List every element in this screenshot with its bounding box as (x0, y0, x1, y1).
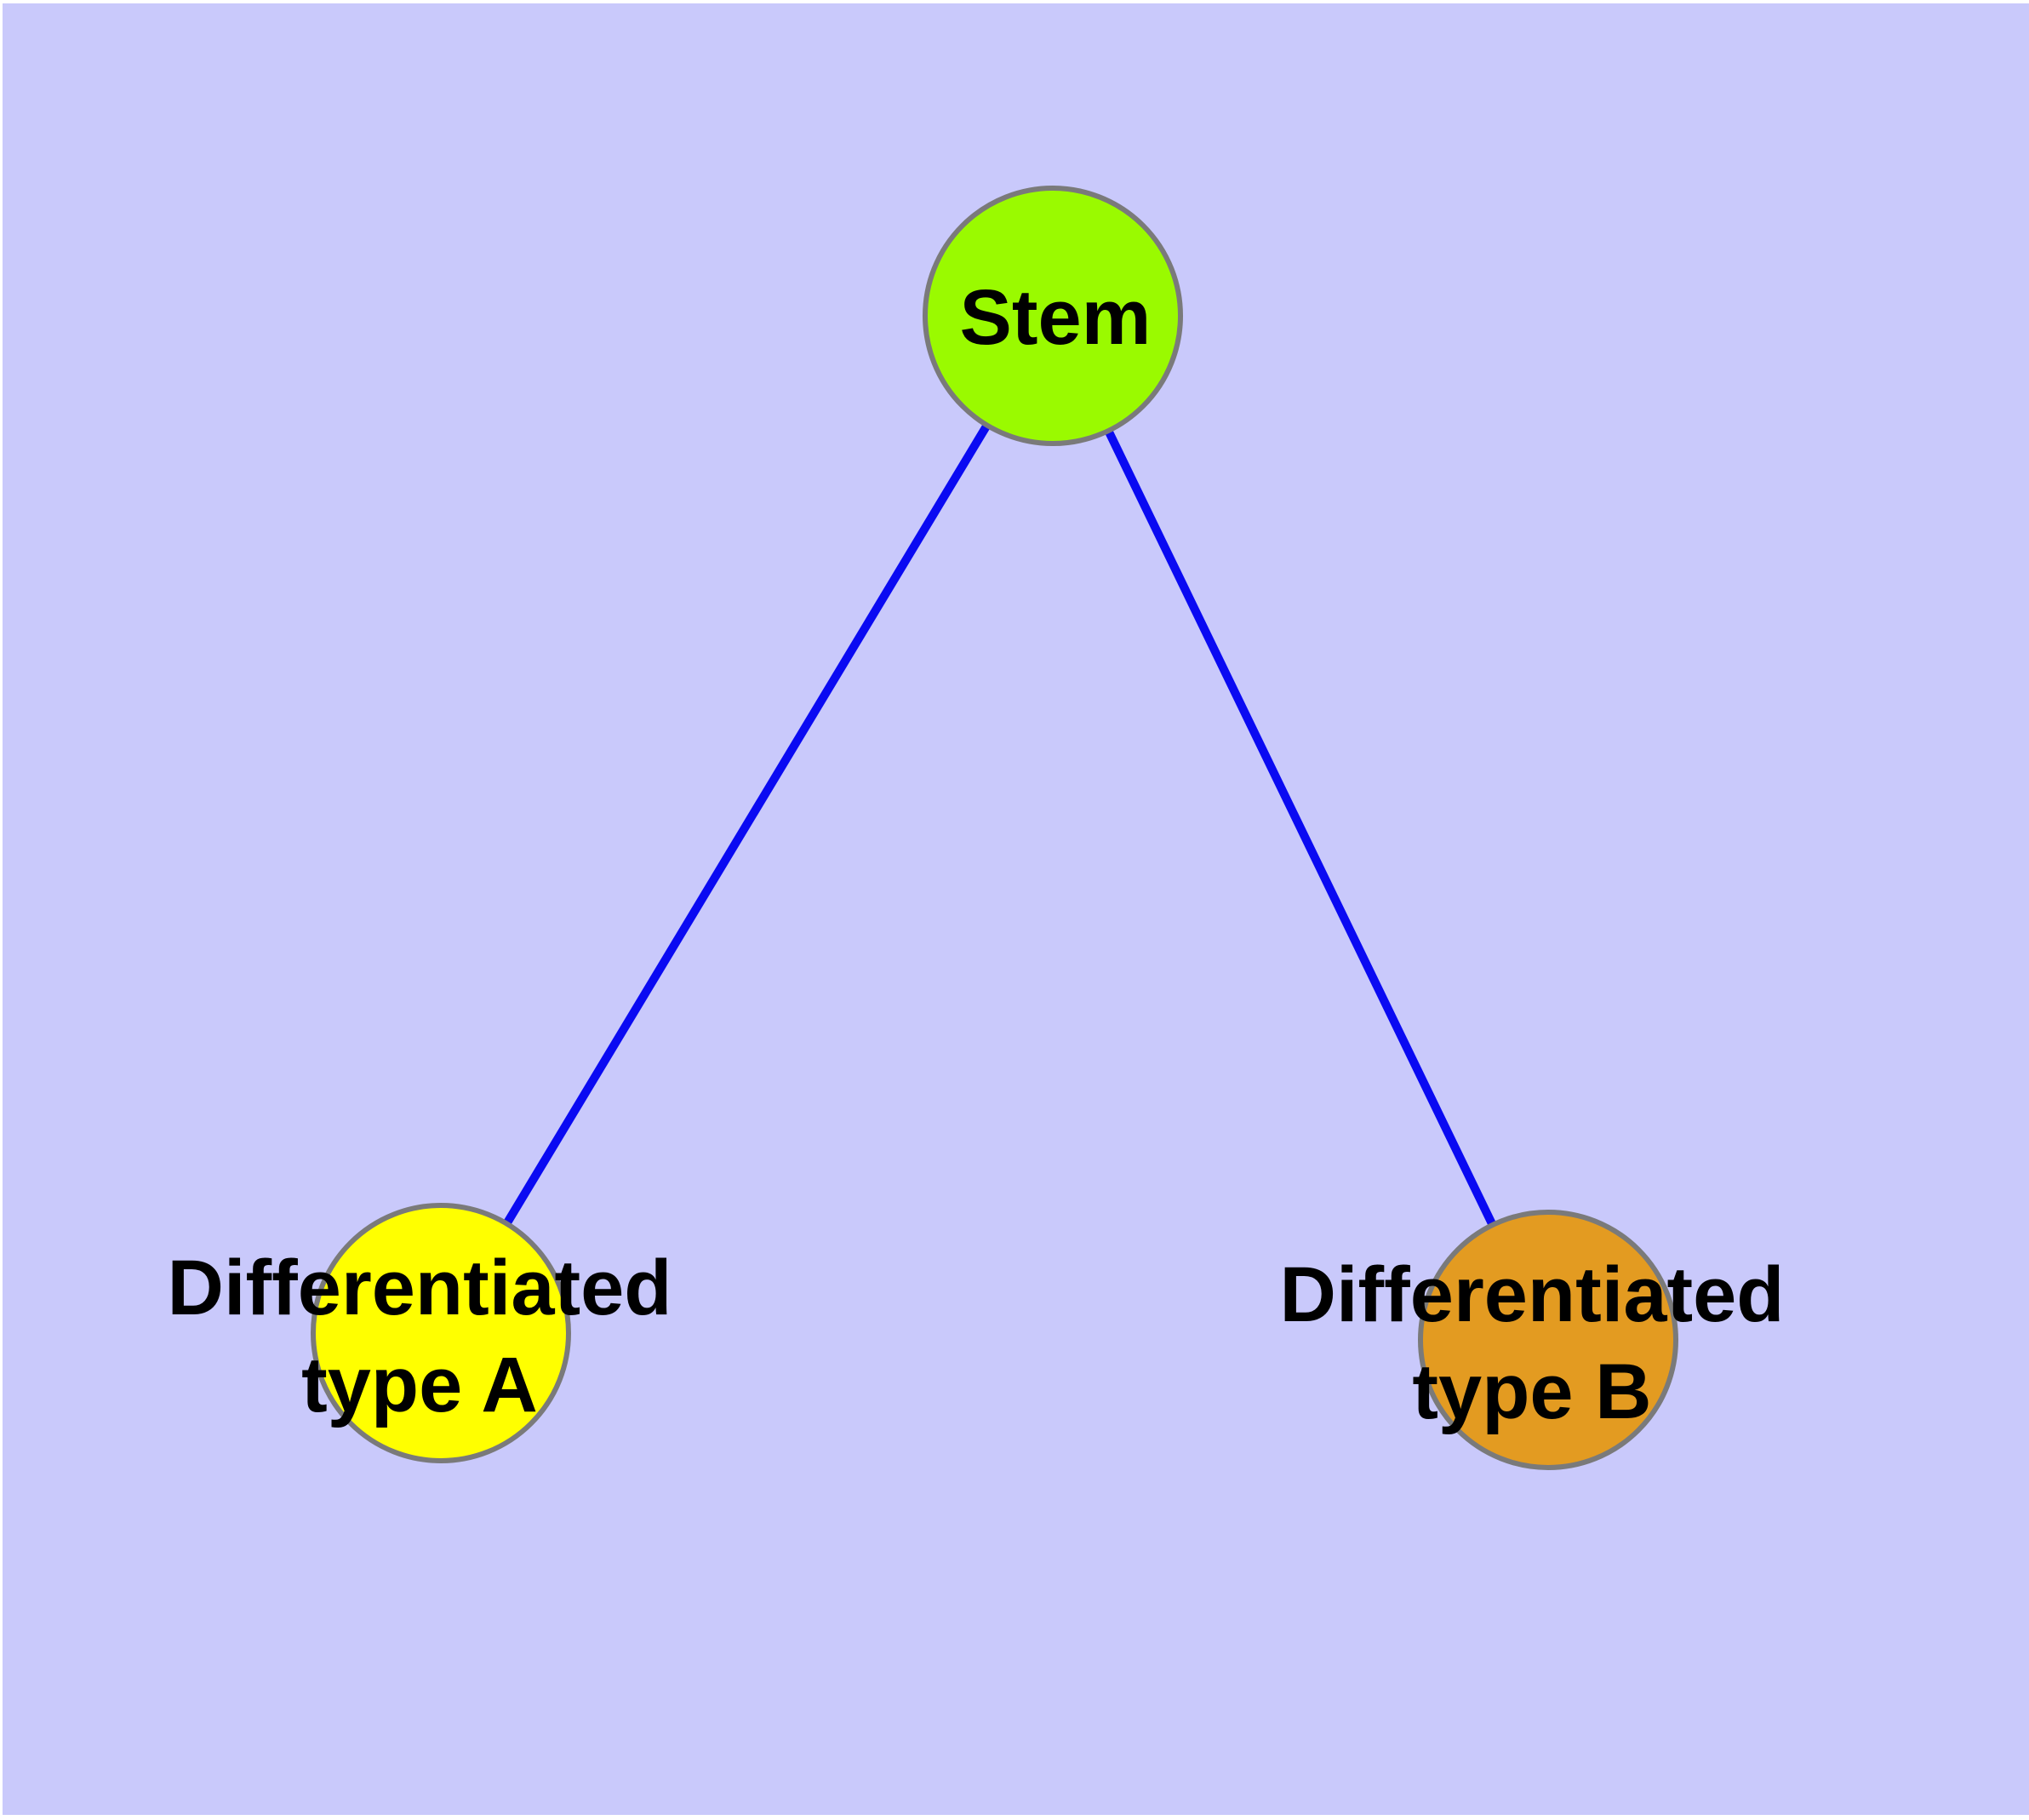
node-label-type-b-line1: Differentiated (1279, 1251, 1785, 1338)
edge-stem-to-type-a (437, 313, 1057, 1336)
node-differentiated-type-b (1418, 1210, 1678, 1470)
node-label-type-a: Differentiated type A (168, 1239, 672, 1434)
node-label-type-b: Differentiated type B (1280, 1246, 1785, 1440)
node-label-type-a-line2: type A (301, 1342, 538, 1428)
edge-stem-to-type-b (1049, 313, 1552, 1342)
node-label-stem: Stem (960, 269, 1152, 366)
node-label-type-b-line2: type B (1412, 1348, 1652, 1435)
node-label-type-a-line1: Differentiated (167, 1245, 672, 1331)
node-differentiated-type-a (311, 1203, 571, 1463)
node-label-stem-line1: Stem (959, 274, 1152, 361)
node-stem (923, 186, 1183, 446)
